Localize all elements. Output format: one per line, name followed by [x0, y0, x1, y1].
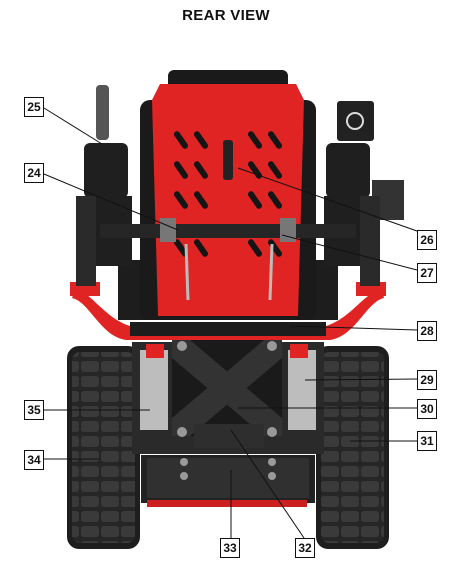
right-track	[316, 346, 389, 549]
callout-29: 29	[417, 370, 437, 390]
x-frame	[172, 340, 282, 448]
callout-32: 32	[295, 538, 315, 558]
callout-31: 31	[417, 431, 437, 451]
callout-26: 26	[417, 230, 437, 250]
callout-34: 34	[24, 450, 44, 470]
left-track	[67, 346, 140, 549]
callout-33: 33	[220, 538, 240, 558]
callout-27: 27	[417, 263, 437, 283]
left-armrest	[76, 85, 132, 286]
diagram-title: REAR VIEW	[182, 7, 270, 24]
backrest	[100, 70, 356, 320]
callout-28: 28	[417, 321, 437, 341]
callout-25: 25	[24, 97, 44, 117]
callout-35: 35	[24, 400, 44, 420]
callout-30: 30	[417, 399, 437, 419]
callout-24: 24	[24, 163, 44, 183]
right-armrest	[324, 101, 404, 286]
rear-bumper	[70, 282, 386, 358]
leader-lines	[43, 107, 418, 539]
